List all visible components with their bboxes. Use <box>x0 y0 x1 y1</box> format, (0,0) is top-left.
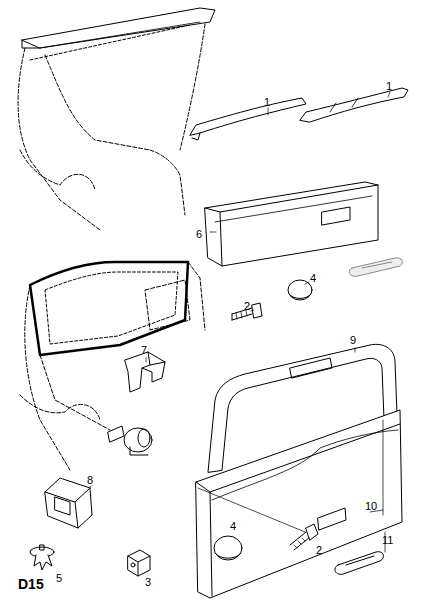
callout-number: 6 <box>196 228 202 240</box>
callout-number: 2 <box>316 544 322 556</box>
lower-trim-panel-10 <box>196 410 402 598</box>
push-fastener <box>108 426 152 455</box>
callout-number: 1 <box>386 80 392 92</box>
seal-strips <box>190 88 408 140</box>
clip-nut-3 <box>128 550 150 576</box>
callout-number: 2 <box>244 300 250 312</box>
callout-number: 9 <box>350 334 356 346</box>
callout-number: 7 <box>141 344 147 356</box>
callout-number: 3 <box>145 576 151 588</box>
car-rear-top <box>18 8 215 230</box>
callout-number: 5 <box>56 572 62 584</box>
callout-number: 11 <box>382 534 393 546</box>
page-code: D15 <box>18 577 44 592</box>
callout-number: 4 <box>230 520 236 532</box>
upper-trim-panel <box>205 182 402 276</box>
push-pin-5 <box>30 545 54 570</box>
lower-cap <box>214 536 242 560</box>
clip-7 <box>125 352 165 392</box>
grip-11 <box>335 552 384 575</box>
car-rear-middle <box>20 262 205 470</box>
callout-number: 10 <box>365 500 377 512</box>
callout-number: 4 <box>310 272 316 284</box>
callout-number: 1 <box>264 96 270 108</box>
upper-fixings <box>232 280 312 320</box>
bracket-8 <box>45 478 92 528</box>
callout-number: 8 <box>87 474 93 486</box>
leader-lines <box>90 92 390 552</box>
